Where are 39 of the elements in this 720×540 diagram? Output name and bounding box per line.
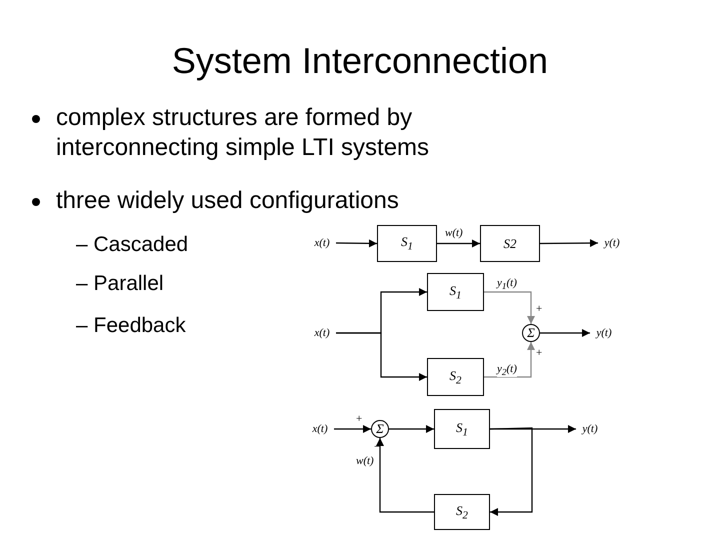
system-block: S$_{1}$ <box>377 225 437 262</box>
arrow <box>540 239 598 248</box>
signal-label: x(t) <box>308 234 336 252</box>
sign-label: + <box>356 414 362 425</box>
signal-label: x(t) <box>308 324 336 342</box>
signal-label: w(t) <box>356 456 374 467</box>
system-block: S$_{1}$ <box>427 273 484 311</box>
sub-bullet-text: – Feedback <box>76 314 186 337</box>
summing-junction: Σ <box>371 420 389 438</box>
signal-label: x(t) <box>306 420 334 438</box>
slide-title: System Interconnection <box>170 40 550 82</box>
system-block: S2 <box>480 225 540 262</box>
arrow <box>336 332 427 381</box>
arrow <box>484 291 535 324</box>
signal-label: y(t) <box>590 324 618 342</box>
bullet-text: complex structures are formed by interconnecting simple LTI systems <box>56 104 430 161</box>
summing-junction: Σ <box>522 324 540 342</box>
arrow <box>490 427 533 516</box>
arrow <box>389 425 434 433</box>
signal-label: w(t) <box>445 228 463 239</box>
signal-label: y(t) <box>576 420 604 438</box>
sign-label: − <box>374 442 380 453</box>
sub-bullet-text: – Cascaded <box>76 233 188 256</box>
arrow <box>484 342 535 378</box>
arrow <box>437 240 480 248</box>
sign-label: + <box>536 348 542 359</box>
system-block: S$_{1}$ <box>434 409 490 449</box>
signal-label: y$_{1}$(t) <box>497 278 517 292</box>
system-block: S$_{2}$ <box>427 358 484 396</box>
arrow <box>336 239 377 248</box>
sub-bullet-text: – Parallel <box>76 272 164 295</box>
arrow <box>334 425 371 433</box>
signal-label: y$_{2}$(t) <box>497 364 517 378</box>
bullet-text: three widely used configurations <box>56 187 399 214</box>
arrow <box>376 438 434 513</box>
arrow <box>540 329 590 337</box>
sign-label: + <box>536 304 542 315</box>
signal-label: y(t) <box>598 234 626 252</box>
system-block: S$_{2}$ <box>434 494 490 530</box>
